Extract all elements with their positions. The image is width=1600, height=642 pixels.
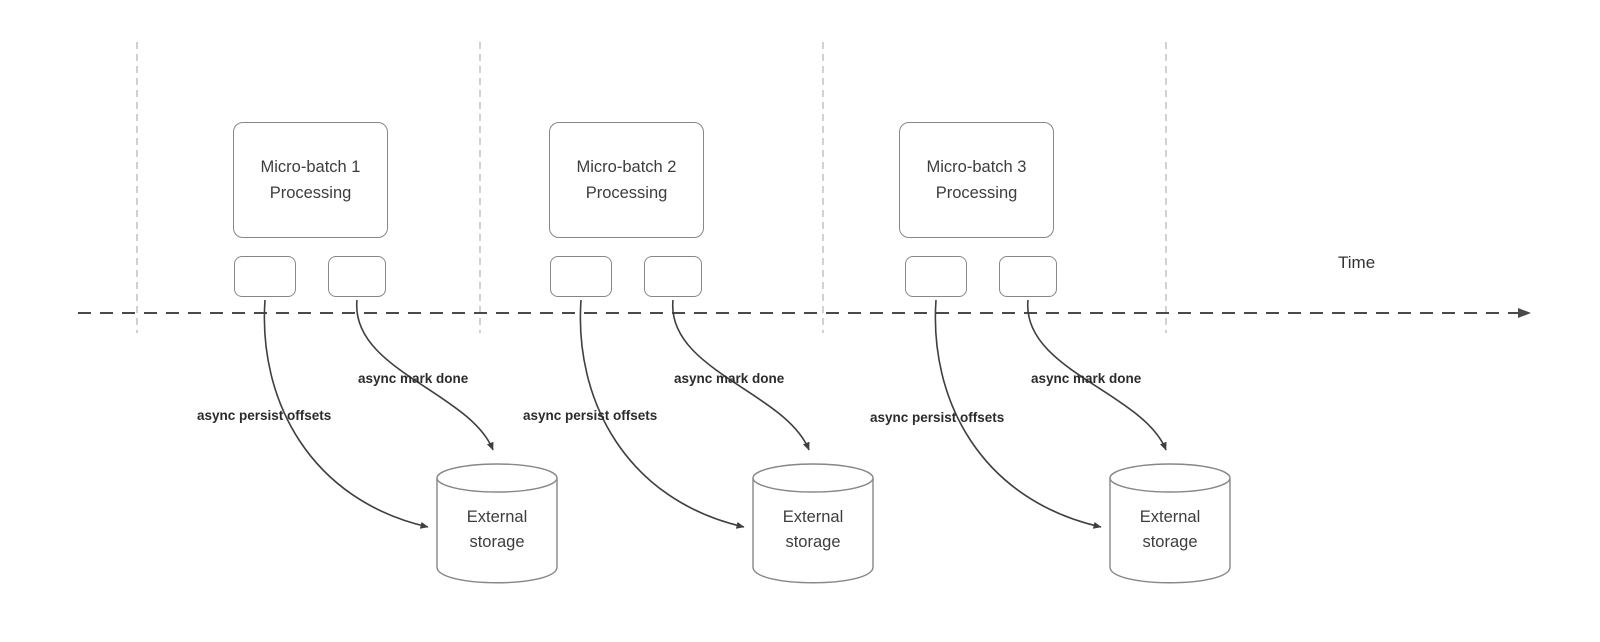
processing-box-3-title-line1: Micro-batch 3 [926, 158, 1027, 176]
external-storage-label-2-line2: storage [785, 533, 841, 551]
mark-done-label-3: async mark done [1031, 371, 1142, 386]
processing-box-3-title-line2: Processing [935, 184, 1018, 202]
processing-box-1-title-line2: Processing [269, 184, 352, 202]
external-storage-label-3-line1: External [1139, 508, 1201, 526]
external-storage-label-1-line2: storage [469, 533, 525, 551]
offset-box-3 [905, 256, 967, 297]
processing-box-1: Micro-batch 1 Processing [233, 122, 388, 238]
mark-done-label-2: async mark done [674, 371, 785, 386]
processing-box-3: Micro-batch 3 Processing [899, 122, 1054, 238]
mark-done-box-2 [644, 256, 702, 297]
time-axis-label: Time [1338, 253, 1376, 272]
external-storage-label-3-line2: storage [1142, 533, 1198, 551]
external-storage-label-1-line1: External [466, 508, 528, 526]
external-storage-label-2-line1: External [782, 508, 844, 526]
processing-box-2-title-line2: Processing [585, 184, 668, 202]
processing-box-2: Micro-batch 2 Processing [549, 122, 704, 238]
persist-offsets-label-2: async persist offsets [523, 408, 658, 423]
mark-done-box-3 [999, 256, 1057, 297]
persist-offsets-label-1: async persist offsets [197, 408, 332, 423]
external-storage-label-3: External storage [1110, 505, 1230, 555]
mark-done-box-1 [328, 256, 386, 297]
offset-box-1 [234, 256, 296, 297]
persist-offsets-label-3: async persist offsets [870, 410, 1005, 425]
processing-box-2-title-line1: Micro-batch 2 [576, 158, 677, 176]
processing-box-1-title-line1: Micro-batch 1 [260, 158, 361, 176]
external-storage-label-2: External storage [753, 505, 873, 555]
mark-done-label-1: async mark done [358, 371, 469, 386]
external-storage-label-1: External storage [437, 505, 557, 555]
offset-box-2 [550, 256, 612, 297]
